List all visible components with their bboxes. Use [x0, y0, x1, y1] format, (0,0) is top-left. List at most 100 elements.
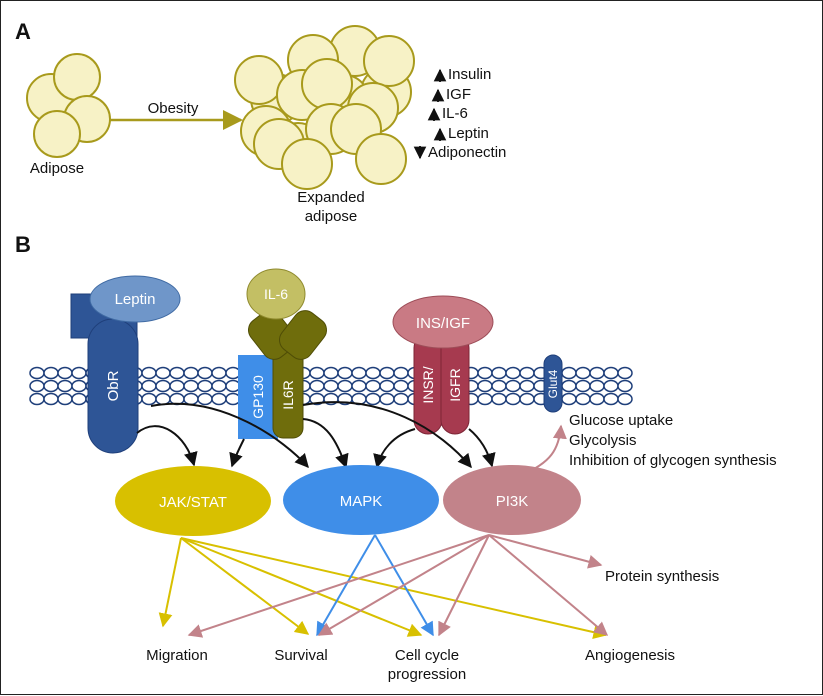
- il6r-to-pi3k-arrow: [302, 401, 472, 469]
- jakstat-to-cellcycle-arrow: [180, 537, 423, 637]
- jakstat-to-migration-arrow: [158, 537, 182, 628]
- membrane-lipid: [225, 366, 241, 380]
- expanded-adipose-cells: [234, 25, 415, 190]
- membrane-lipid: [57, 392, 73, 406]
- membrane-lipid: [323, 366, 339, 380]
- protein-synthesis-label: Protein synthesis: [605, 568, 719, 585]
- migration-label: Migration: [146, 647, 208, 664]
- membrane-lipid: [589, 379, 605, 393]
- ins-igf-label: INS/IGF: [416, 315, 470, 332]
- il6-label: IL-6: [264, 286, 288, 302]
- membrane-lipid: [617, 366, 633, 380]
- membrane-lipid: [197, 392, 213, 406]
- angiogenesis-label: Angiogenesis: [585, 647, 675, 664]
- membrane-lipid: [589, 366, 605, 380]
- pi3k-to-migration-arrow: [187, 534, 490, 638]
- membrane-lipid: [575, 379, 591, 393]
- obesity-label: Obesity: [148, 100, 199, 117]
- membrane-lipid: [575, 392, 591, 406]
- membrane-lipid: [603, 379, 619, 393]
- jakstat-label: JAK/STAT: [159, 494, 227, 511]
- membrane-lipid: [617, 392, 633, 406]
- adipokine-change-label: Leptin: [448, 125, 489, 142]
- membrane-lipid: [505, 366, 521, 380]
- membrane-lipid: [197, 366, 213, 380]
- membrane-lipid: [197, 379, 213, 393]
- membrane-lipid: [211, 366, 227, 380]
- jakstat-node: JAK/STAT: [115, 466, 271, 536]
- adipokine-change-label: Insulin: [448, 66, 491, 83]
- il6r-label: IL6R: [280, 380, 296, 410]
- membrane-lipid: [477, 366, 493, 380]
- membrane-lipid: [519, 366, 535, 380]
- membrane-lipid: [225, 392, 241, 406]
- membrane-lipid: [337, 366, 353, 380]
- membrane-lipid: [323, 379, 339, 393]
- membrane-lipid: [379, 366, 395, 380]
- adipokine-change-label: IGF: [446, 86, 471, 103]
- membrane-lipid: [379, 379, 395, 393]
- cell-cycle-label-line2: progression: [388, 666, 466, 683]
- membrane-lipid: [211, 379, 227, 393]
- membrane-lipid: [141, 379, 157, 393]
- adipokine-change-label: IL-6: [442, 105, 468, 122]
- adipocyte: [234, 55, 284, 105]
- adipocyte: [33, 110, 81, 158]
- panel-b-letter: B: [15, 232, 31, 257]
- membrane-lipid: [43, 379, 59, 393]
- membrane-lipid: [183, 366, 199, 380]
- expanded-label-line2: adipose: [305, 208, 358, 225]
- membrane-lipid: [29, 379, 45, 393]
- mapk-label: MAPK: [340, 493, 383, 510]
- membrane-lipid: [71, 366, 87, 380]
- membrane-lipid: [365, 392, 381, 406]
- normal-adipose-cells: [26, 53, 111, 158]
- membrane-lipid: [393, 366, 409, 380]
- adipocyte: [281, 138, 333, 190]
- membrane-lipid: [141, 366, 157, 380]
- membrane-lipid: [491, 379, 507, 393]
- membrane-lipid: [491, 392, 507, 406]
- adipocyte: [355, 133, 407, 185]
- membrane-lipid: [603, 392, 619, 406]
- membrane-lipid: [561, 392, 577, 406]
- membrane-lipid: [589, 392, 605, 406]
- insr-label: INSR/: [420, 366, 436, 403]
- igfr-label: IGFR: [447, 368, 463, 401]
- leptin-ligand: Leptin: [89, 275, 181, 323]
- mapk-outcome-arrows: [316, 534, 434, 637]
- membrane-lipid: [477, 392, 493, 406]
- membrane-lipid: [519, 379, 535, 393]
- glut4-transporter: Glut4: [543, 354, 563, 413]
- jakstat-to-survival-arrow: [180, 537, 310, 635]
- membrane-lipid: [71, 379, 87, 393]
- obr-to-jakstat-arrow: [136, 425, 198, 467]
- pi3k-outcome-arrows: [187, 534, 609, 638]
- membrane-lipid: [365, 366, 381, 380]
- normal-adipose-label: Adipose: [30, 160, 84, 177]
- membrane-lipid: [183, 392, 199, 406]
- membrane-lipid: [393, 392, 409, 406]
- gp130-receptor: GP130: [238, 355, 278, 439]
- membrane-lipid: [309, 379, 325, 393]
- leptin-label: Leptin: [115, 291, 156, 308]
- adipokine-change-label: Adiponectin: [428, 144, 506, 161]
- membrane-lipid: [477, 379, 493, 393]
- jakstat-outcome-arrows: [158, 537, 608, 640]
- membrane-lipid: [505, 379, 521, 393]
- obr-to-mapk-arrow: [150, 402, 309, 469]
- pi3k-to-survival-arrow: [317, 534, 490, 636]
- pi3k-label: PI3K: [496, 493, 529, 510]
- membrane-lipid: [365, 379, 381, 393]
- expanded-label-line1: Expanded: [297, 189, 365, 206]
- membrane-lipid: [393, 379, 409, 393]
- membrane-lipid: [351, 366, 367, 380]
- adipocyte: [363, 35, 415, 87]
- glut4-label: Glut4: [546, 369, 560, 398]
- membrane-lipid: [29, 392, 45, 406]
- pi3k-to-protein-synthesis-arrow: [488, 534, 603, 569]
- membrane-lipid: [155, 366, 171, 380]
- membrane-lipid: [71, 392, 87, 406]
